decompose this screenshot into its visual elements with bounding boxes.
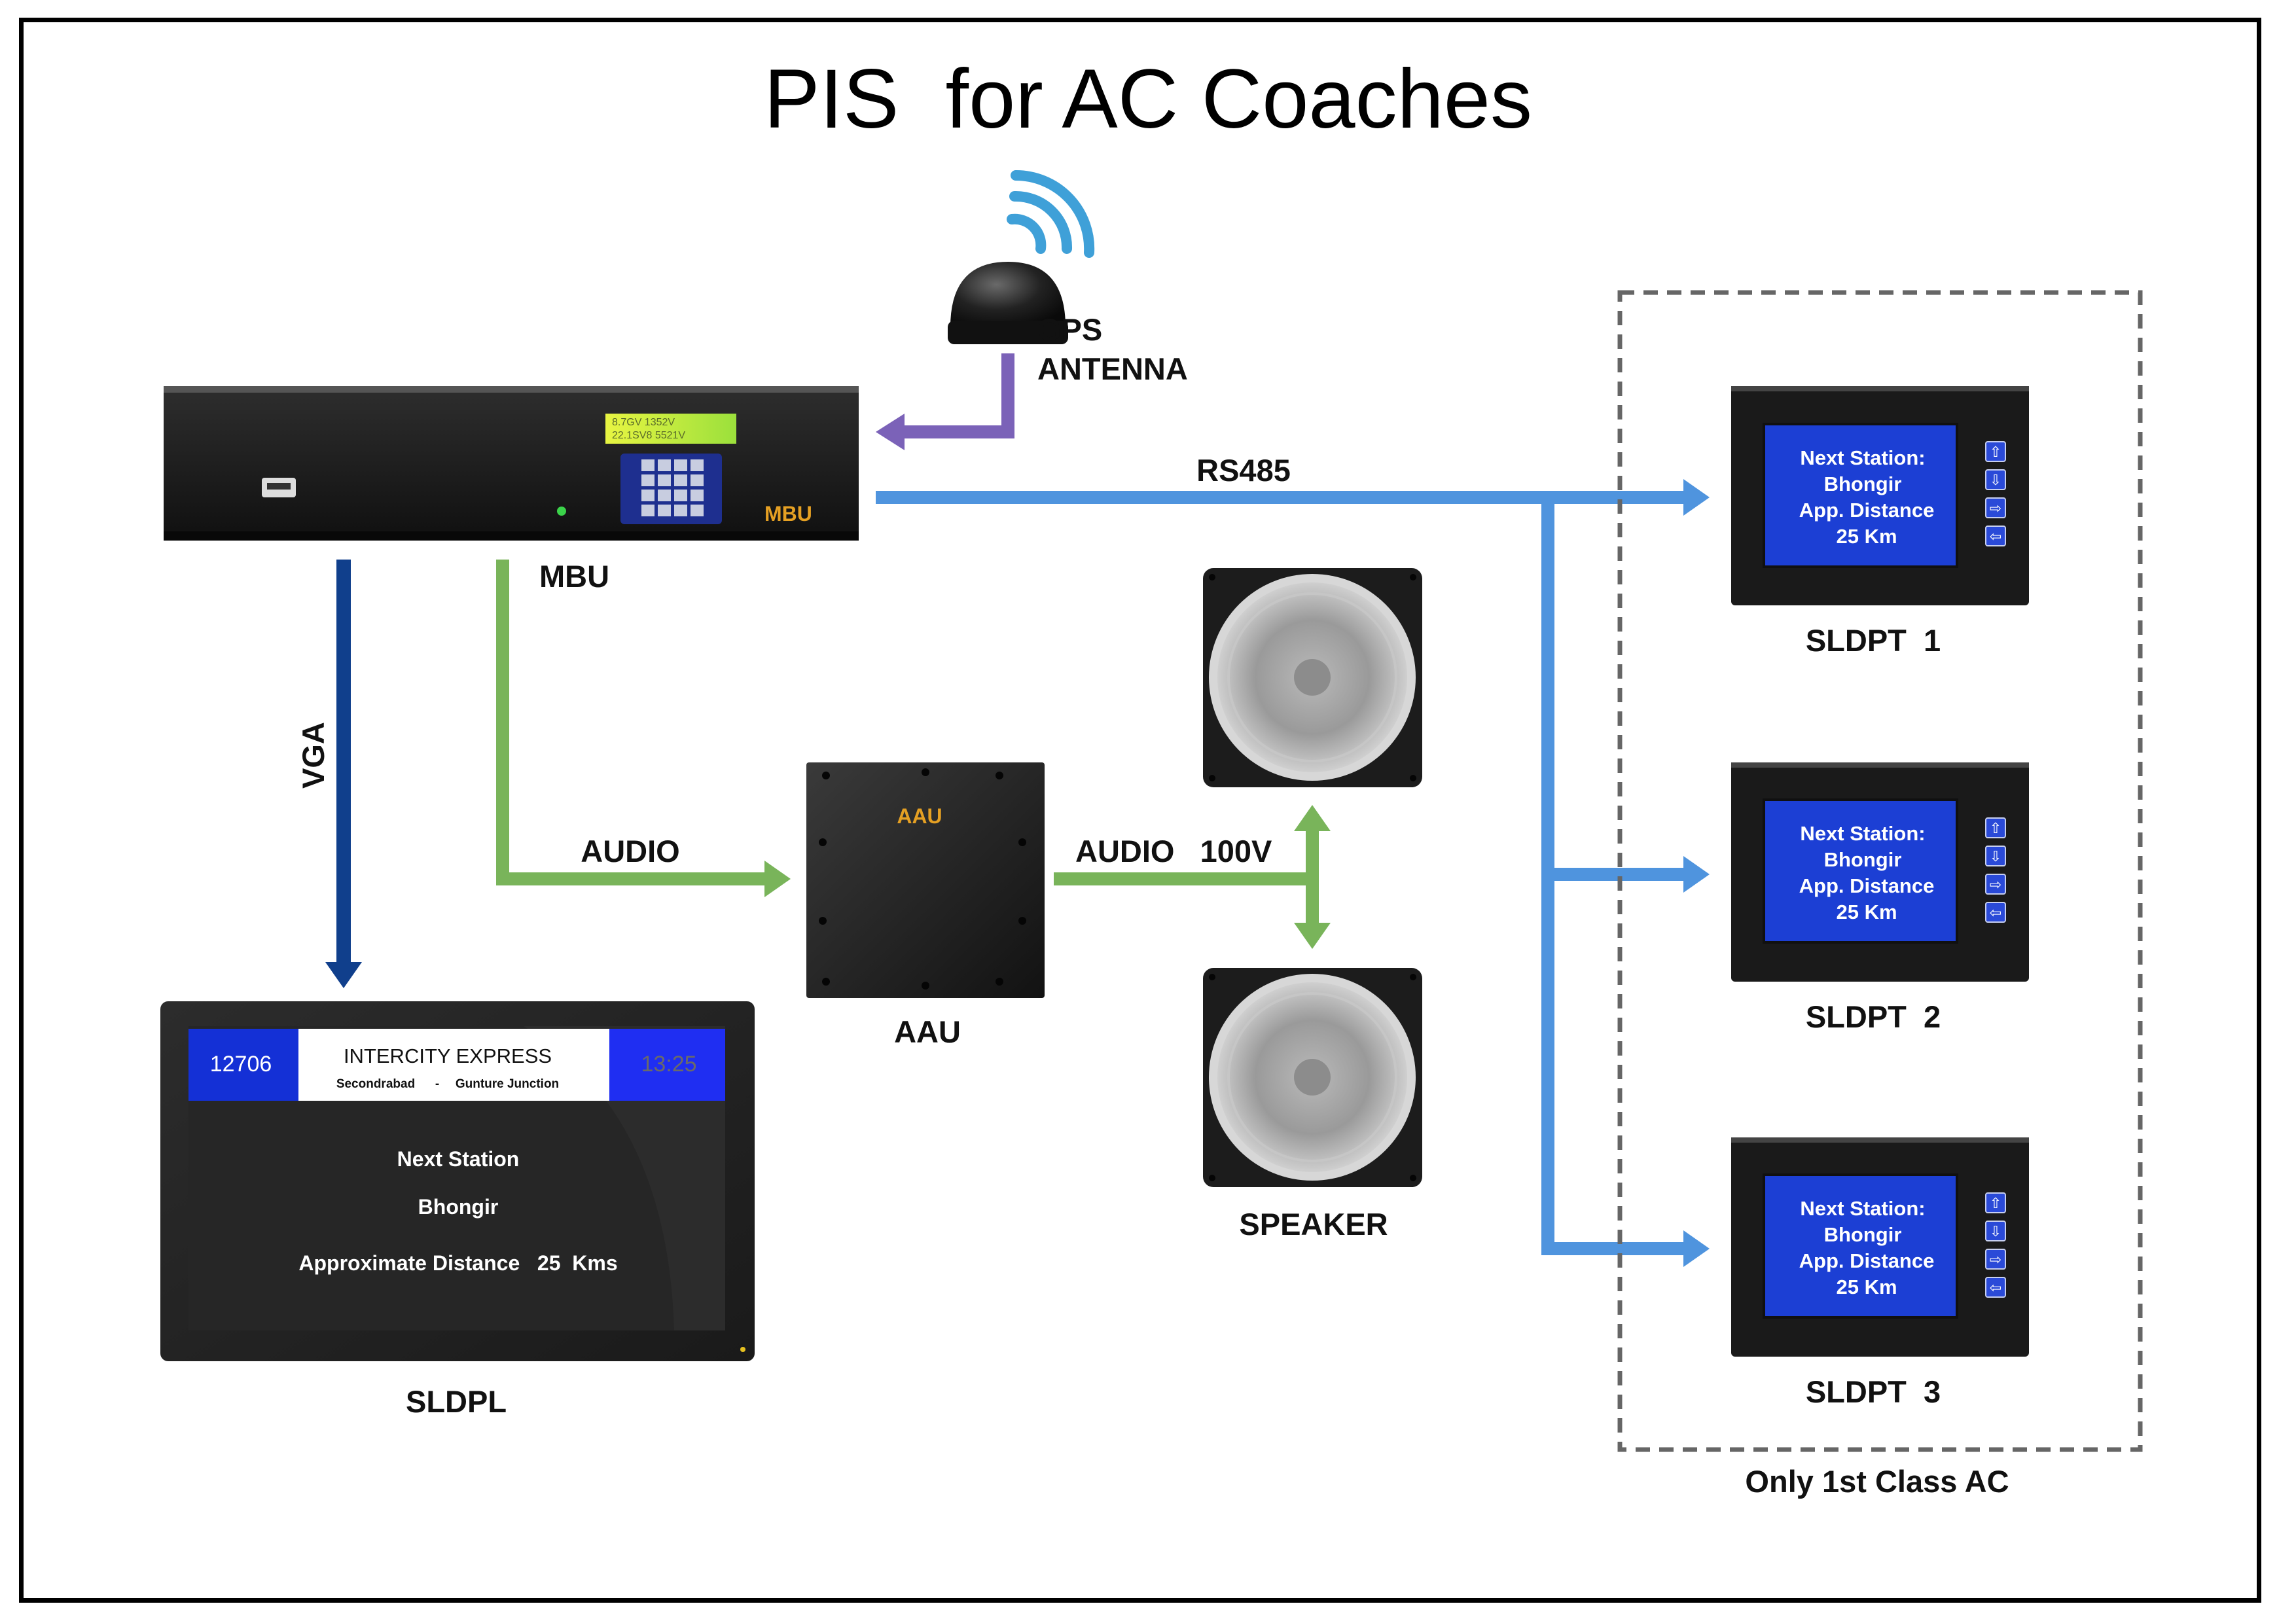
- sldpt-1-line4: 25 Km: [1836, 525, 1897, 548]
- usb-port-icon: [262, 478, 296, 497]
- mbu-label: MBU: [539, 559, 610, 594]
- sldpl-train-name: INTERCITY EXPRESS: [344, 1044, 552, 1067]
- svg-text:⇨: ⇨: [1990, 876, 2001, 893]
- svg-text:⇨: ⇨: [1990, 1251, 2001, 1268]
- speaker-bottom: [1203, 968, 1422, 1187]
- sldpl-route-to: Gunture Junction: [456, 1077, 559, 1091]
- aau-panel-label: AAU: [897, 804, 942, 828]
- arrow-left-icon: [1985, 1277, 2006, 1298]
- speaker-top: [1203, 568, 1422, 787]
- svg-text:⇦: ⇦: [1990, 1279, 2001, 1296]
- audio-100v-label: AUDIO 100V: [1075, 834, 1272, 868]
- sldpt-2-line2: Bhongir: [1824, 848, 1902, 871]
- audio-link-in: [496, 560, 791, 897]
- arrow-down-icon: [1985, 1221, 2006, 1241]
- mbu-lcd-line1: 8.7GV 1352V: [612, 417, 675, 428]
- arrow-left-icon: [1985, 526, 2006, 546]
- sldpt-3-line3: App. Distance: [1799, 1249, 1935, 1272]
- mbu-unit: 8.7GV 1352V 22.1SV8 5521V MBU: [164, 386, 859, 541]
- sldpt-1-label: SLDPT 1: [1805, 623, 1941, 658]
- aau-label: AAU: [894, 1014, 961, 1049]
- arrow-down-icon: [1985, 846, 2006, 866]
- svg-text:⇧: ⇧: [1990, 444, 2001, 460]
- aau-unit: AAU: [806, 762, 1045, 998]
- sldpt-3-label: SLDPT 3: [1805, 1374, 1941, 1409]
- sldpl-next-station-label: Next Station: [397, 1147, 520, 1171]
- sldpl-train-number: 12706: [210, 1052, 272, 1077]
- vga-label: VGA: [296, 722, 331, 789]
- arrow-left-icon: [1985, 902, 2006, 923]
- page-title: PIS for AC Coaches: [764, 52, 1532, 146]
- mbu-lcd-line2: 22.1SV8 5521V: [612, 430, 685, 441]
- sldpl-time: 13:25: [641, 1052, 696, 1077]
- sldpt-2-line4: 25 Km: [1836, 901, 1897, 923]
- arrow-right-icon: [1985, 1249, 2006, 1270]
- sldpl-label: SLDPL: [405, 1384, 507, 1419]
- speaker-label: SPEAKER: [1239, 1207, 1388, 1241]
- svg-text:⇦: ⇦: [1990, 528, 2001, 544]
- power-led-icon: [557, 507, 566, 516]
- svg-text:⇨: ⇨: [1990, 500, 2001, 516]
- arrow-up-icon: [1985, 1192, 2006, 1213]
- sldpl-time-cell: [609, 1029, 725, 1101]
- svg-text:⇩: ⇩: [1990, 472, 2001, 488]
- keypad-icon: [620, 454, 722, 524]
- sldpl-route-separator: -: [435, 1077, 439, 1091]
- svg-text:⇩: ⇩: [1990, 1223, 2001, 1240]
- diagram-frame: [19, 18, 2261, 1603]
- rs485-link: [876, 479, 1710, 1267]
- first-class-group-label: Only 1st Class AC: [1745, 1464, 2009, 1499]
- sldpt-2-label: SLDPT 2: [1805, 999, 1941, 1034]
- arrow-right-icon: [1985, 497, 2006, 518]
- sldpt-3-buttons: [1985, 1192, 2006, 1298]
- svg-text:⇩: ⇩: [1990, 848, 2001, 865]
- sldpt-2-line1: Next Station:: [1800, 822, 1925, 845]
- sldpl-number-cell: [188, 1029, 298, 1101]
- gps-antenna: [948, 169, 1095, 344]
- svg-text:⇧: ⇧: [1990, 820, 2001, 836]
- mbu-panel-label: MBU: [764, 502, 812, 526]
- gps-link: [876, 353, 1014, 450]
- first-class-group-box: [1617, 290, 2143, 1452]
- sldpt-3-line1: Next Station:: [1800, 1197, 1925, 1220]
- audio-link-out: [1054, 805, 1331, 949]
- sldpl-name-cell: [298, 1029, 609, 1101]
- sldpt-3-line4: 25 Km: [1836, 1275, 1897, 1298]
- mbu-lcd: [605, 414, 736, 444]
- vga-link: [325, 560, 362, 988]
- arrow-up-icon: [1985, 817, 2006, 838]
- sldpt-button-glyphs: ⇧ ⇩ ⇨ ⇦ ⇧ ⇩ ⇨ ⇦ ⇧ ⇩ ⇨ ⇦: [1990, 444, 2001, 1296]
- rs485-label: RS485: [1196, 453, 1291, 488]
- sldpl-display: [160, 1001, 755, 1361]
- gps-label-line2: ANTENNA: [1037, 351, 1188, 386]
- sldpt-unit-3: [1731, 1137, 2029, 1357]
- gps-dome-icon: [948, 262, 1068, 344]
- sldpt-3-line2: Bhongir: [1824, 1223, 1902, 1246]
- sldpl-distance: Approximate Distance 25 Kms: [298, 1251, 617, 1275]
- sldpl-next-station: Bhongir: [418, 1195, 499, 1219]
- arrow-down-icon: [1985, 469, 2006, 490]
- sldpt-1-line1: Next Station:: [1800, 446, 1925, 469]
- sldpt-1-line2: Bhongir: [1824, 473, 1902, 495]
- sldpt-unit-2: [1731, 762, 2029, 982]
- svg-text:⇦: ⇦: [1990, 904, 2001, 921]
- sldpl-route-from: Secondrabad: [336, 1077, 415, 1091]
- sldpt-unit-1: [1731, 386, 2029, 605]
- sldpt-2-line3: App. Distance: [1799, 874, 1935, 897]
- audio-in-label: AUDIO: [581, 834, 680, 868]
- arrow-right-icon: [1985, 874, 2006, 895]
- sldpl-status-led-icon: [740, 1347, 745, 1352]
- arrow-up-icon: [1985, 441, 2006, 462]
- sldpt-2-buttons: [1985, 817, 2006, 923]
- wireless-signal-icon: [1007, 169, 1095, 258]
- gps-label-line1: GPS: [1037, 312, 1103, 347]
- svg-text:⇧: ⇧: [1990, 1195, 2001, 1211]
- sldpt-1-buttons: [1985, 441, 2006, 546]
- sldpt-1-line3: App. Distance: [1799, 499, 1935, 522]
